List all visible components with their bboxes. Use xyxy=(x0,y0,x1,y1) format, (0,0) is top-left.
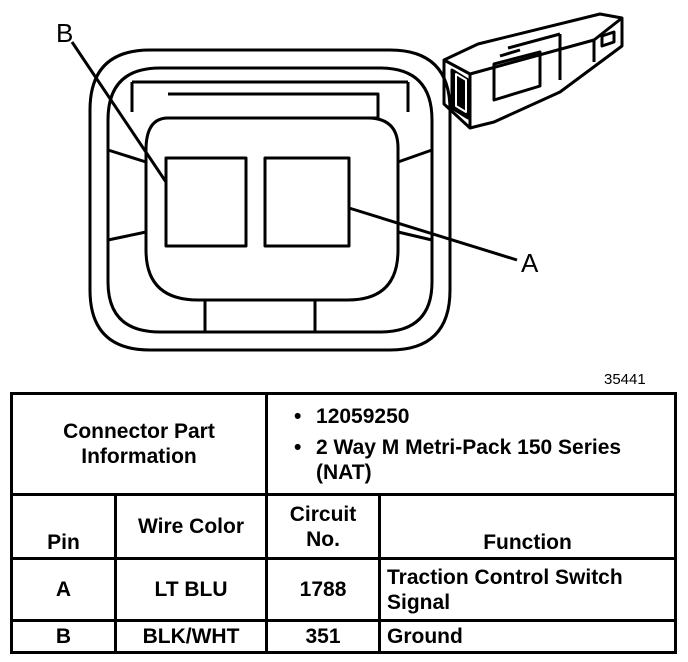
part-number: 12059250 xyxy=(294,404,668,429)
header-function: Function xyxy=(378,493,678,560)
leader-line-a xyxy=(348,206,518,262)
header-pin: Pin xyxy=(10,493,117,560)
terminal-b xyxy=(164,156,248,248)
connector-top-bar xyxy=(130,80,410,112)
connector-face-inner-rim xyxy=(106,66,434,334)
table-row: B BLK/WHT 351 Ground xyxy=(10,619,678,654)
row-b-circuit: 351 xyxy=(265,619,382,654)
table-row: A LT BLU 1788 Traction Control Switch Si… xyxy=(10,557,678,622)
row-a-pin: A xyxy=(10,557,117,622)
row-a-wire-color: LT BLU xyxy=(113,557,269,622)
part-info-label: Connector Part Information xyxy=(9,392,269,496)
header-wire-color: Wire Color xyxy=(113,493,269,560)
pin-a-label: A xyxy=(521,248,539,278)
pin-b-label: B xyxy=(56,18,73,48)
leader-line-b xyxy=(70,41,168,183)
connector-diagram: B A xyxy=(56,12,624,352)
connector-iso-view xyxy=(442,12,624,130)
terminal-a xyxy=(263,156,351,248)
figure-number: 35441 xyxy=(604,371,646,388)
row-b-pin: B xyxy=(10,619,117,654)
row-b-wire-color: BLK/WHT xyxy=(113,619,269,654)
connector-cavity xyxy=(144,116,400,302)
row-a-function: Traction Control Switch Signal xyxy=(378,557,678,622)
connector-table: Connector Part Information 12059250 2 Wa… xyxy=(9,392,678,654)
row-b-function: Ground xyxy=(378,619,678,654)
connector-lock-tab xyxy=(168,92,380,120)
header-circuit: Circuit No. xyxy=(265,493,382,560)
connector-side-ribs xyxy=(107,148,433,242)
connector-type: 2 Way M Metri-Pack 150 Series (NAT) xyxy=(294,435,668,485)
part-info-cell: 12059250 2 Way M Metri-Pack 150 Series (… xyxy=(265,392,678,496)
row-a-circuit: 1788 xyxy=(265,557,382,622)
connector-bottom-notch xyxy=(203,300,317,332)
